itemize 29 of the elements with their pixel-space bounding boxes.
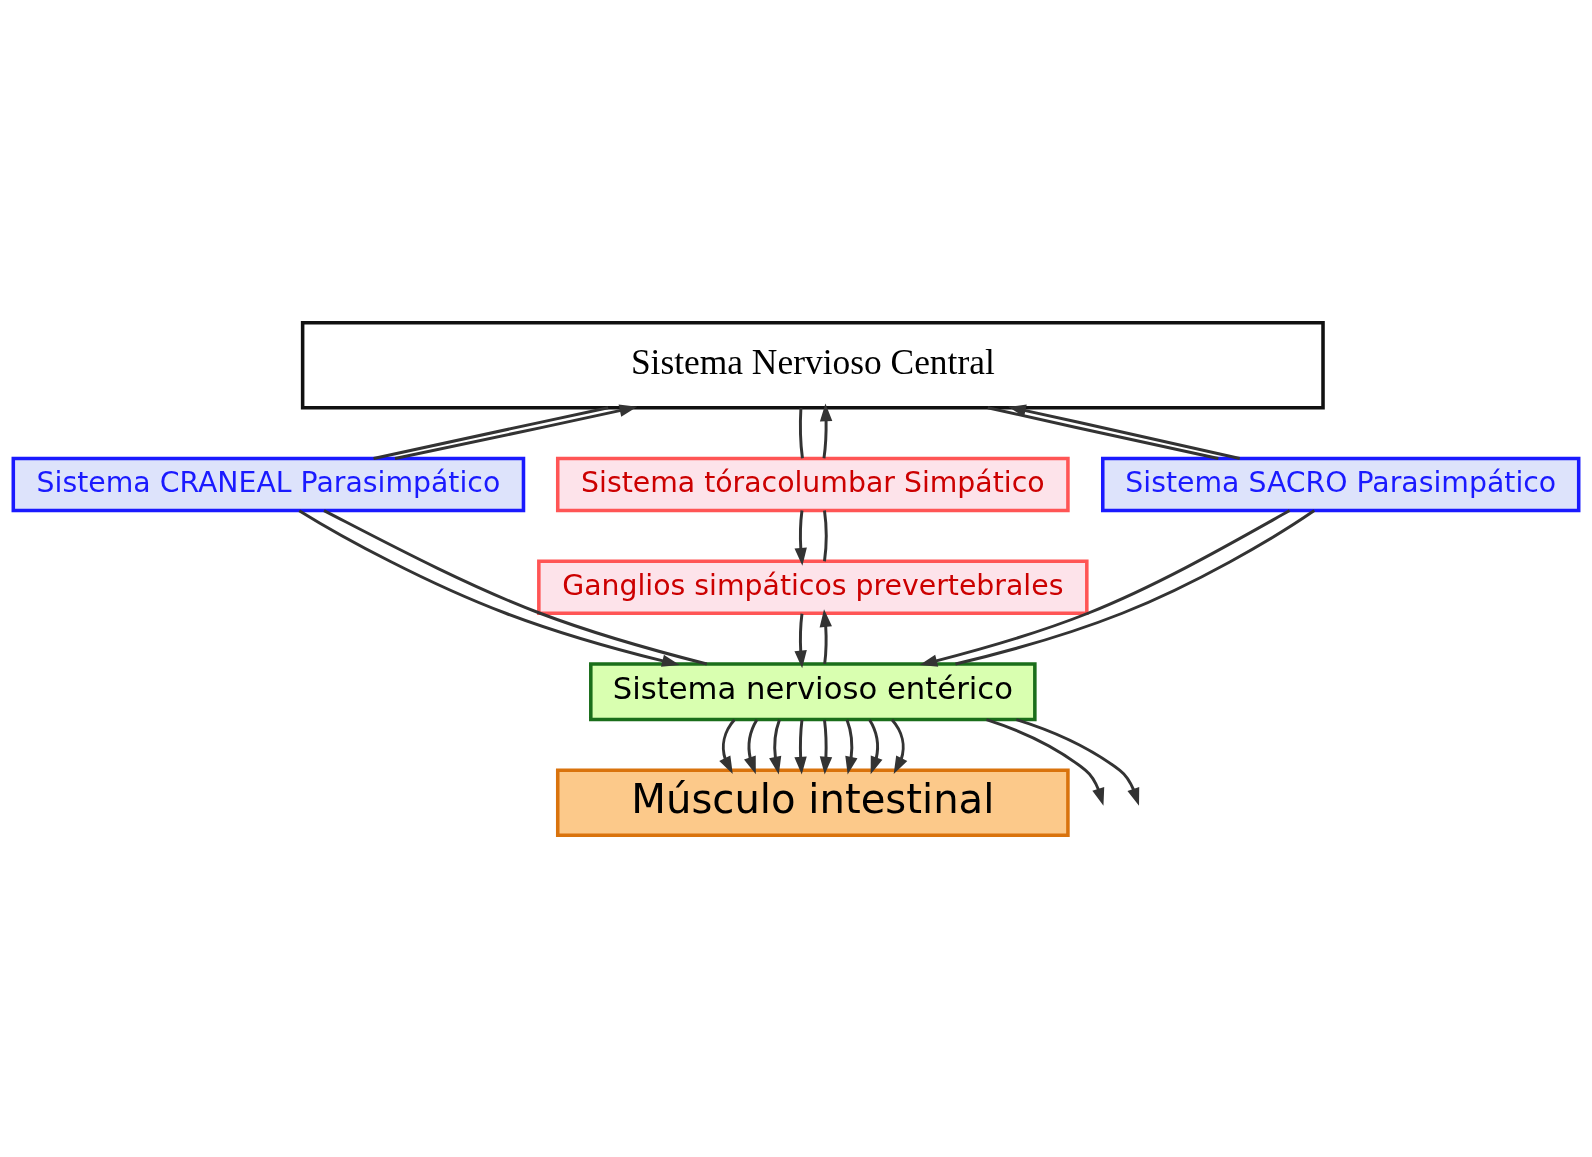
arrow: [985, 717, 1105, 806]
node-box: Músculo intestinal: [555, 768, 1070, 837]
connector: [987, 405, 1219, 460]
arrow: [744, 718, 759, 774]
node-box: Sistema Nervioso Central: [300, 320, 1325, 410]
node-box: Sistema CRANEAL Parasimpático: [11, 456, 526, 512]
arrow: [868, 718, 883, 774]
node-box: Sistema SACRO Parasimpático: [1101, 456, 1581, 512]
arrow: [819, 403, 833, 458]
connector: [955, 508, 1316, 665]
node-box: Sistema tóracolumbar Simpático: [555, 456, 1070, 512]
arrow: [1015, 717, 1140, 806]
arrow: [1008, 404, 1241, 460]
arrow: [794, 613, 807, 668]
arrow: [890, 718, 908, 774]
arrow: [719, 718, 736, 774]
connector: [823, 509, 828, 561]
arrow: [769, 718, 782, 774]
arrow: [394, 404, 638, 460]
arrow: [819, 719, 833, 774]
arrow: [819, 608, 832, 664]
arrow: [794, 509, 807, 566]
arrow: [919, 508, 1291, 667]
arrow: [794, 719, 807, 774]
connector: [798, 407, 804, 458]
node-box: Sistema nervioso entérico: [589, 661, 1037, 721]
arrow: [845, 718, 858, 774]
node-box: Ganglios simpáticos prevertebrales: [537, 559, 1089, 615]
connector: [373, 405, 609, 460]
